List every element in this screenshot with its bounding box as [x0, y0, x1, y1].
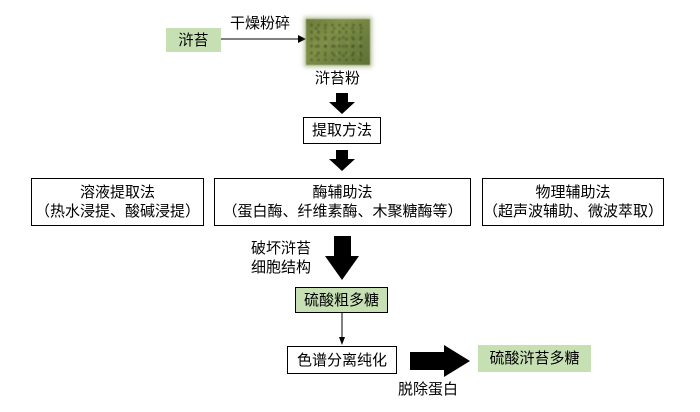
crude-product-label: 硫酸粗多糖: [303, 290, 379, 309]
final-product-label: 硫酸浒苔多糖: [489, 349, 580, 368]
purification-label: 色谱分离纯化: [296, 350, 387, 369]
final-product-box: 硫酸浒苔多糖: [478, 345, 591, 372]
deproteinize-label: 脱除蛋白: [398, 380, 459, 398]
extraction-method-label: 提取方法: [311, 121, 372, 140]
right-arrow: [410, 345, 470, 377]
down-arrow-1: [329, 93, 355, 114]
drying-step-label: 干燥粉碎: [230, 14, 291, 32]
raw-material-label: 浒苔: [178, 30, 209, 49]
method-solution-box: 溶液提取法 （热水浸提、酸碱浸提）: [31, 178, 204, 226]
seaweed-powder-image: [306, 19, 370, 65]
break-note-line1: 破坏浒苔: [251, 239, 312, 257]
down-arrow-3: [325, 236, 359, 280]
down-arrow-2: [329, 150, 355, 171]
method-enzyme-box: 酶辅助法 （蛋白酶、纤维素酶、木聚糖酶等）: [214, 178, 471, 226]
method-solution-detail: （热水浸提、酸碱浸提）: [34, 202, 200, 220]
purification-box: 色谱分离纯化: [287, 346, 397, 374]
crude-product-box: 硫酸粗多糖: [295, 287, 388, 313]
break-note-line2: 细胞结构: [251, 258, 312, 276]
method-enzyme-title: 酶辅助法: [312, 183, 373, 202]
method-physical-detail: （超声波辅助、微波萃取）: [483, 202, 664, 220]
dry-arrow-head: [298, 35, 306, 43]
thin-down-head: [339, 337, 345, 345]
raw-material-box: 浒苔: [166, 28, 221, 52]
powder-label: 浒苔粉: [315, 69, 361, 87]
extraction-method-box: 提取方法: [303, 117, 381, 144]
method-physical-box: 物理辅助法 （超声波辅助、微波萃取）: [482, 178, 664, 226]
method-physical-title: 物理辅助法: [535, 183, 611, 202]
method-solution-title: 溶液提取法: [79, 183, 155, 202]
method-enzyme-detail: （蛋白酶、纤维素酶、木聚糖酶等）: [222, 202, 463, 220]
